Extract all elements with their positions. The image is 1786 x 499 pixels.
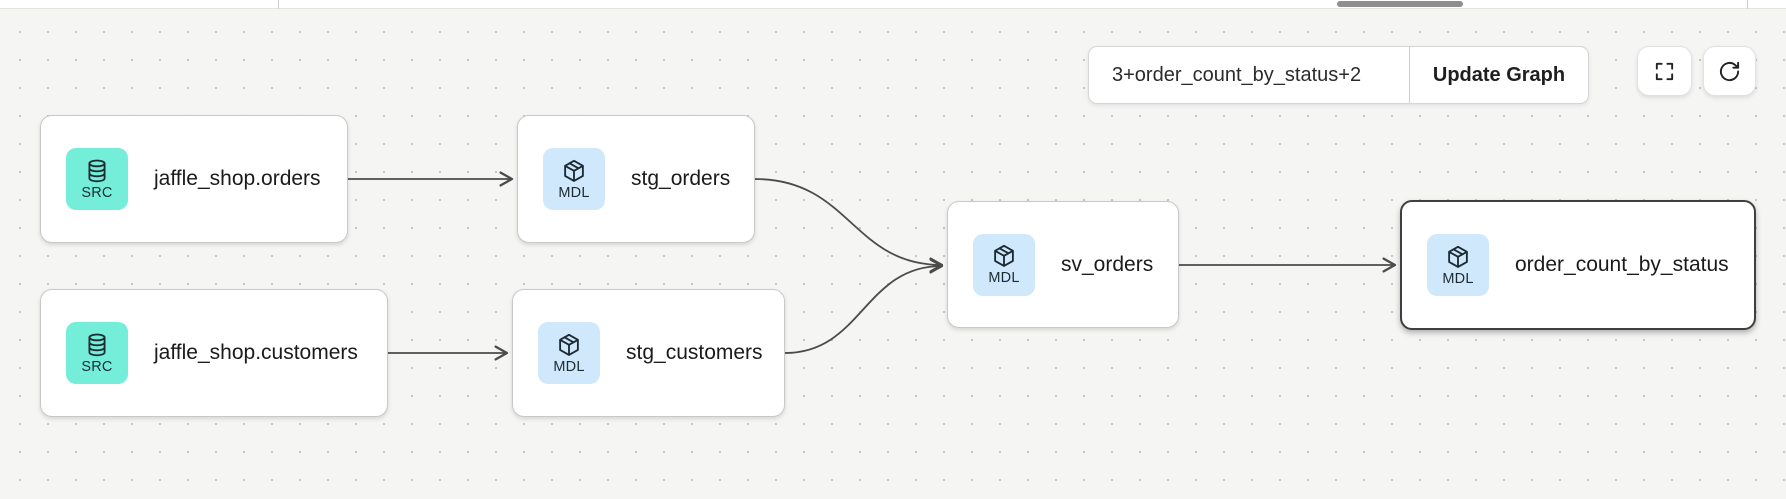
database-icon <box>88 333 106 356</box>
refresh-button[interactable] <box>1703 46 1756 96</box>
node-jaffle_shop_orders[interactable]: SRC jaffle_shop.orders <box>40 115 348 243</box>
package-icon <box>564 159 584 182</box>
filter-divider <box>1409 47 1410 103</box>
node-type-label: SRC <box>81 184 113 201</box>
lineage-selector-input[interactable] <box>1089 47 1409 103</box>
package-icon <box>559 333 579 356</box>
node-name-label: jaffle_shop.customers <box>154 341 358 364</box>
node-type-badge: MDL <box>538 322 600 384</box>
node-type-badge: MDL <box>543 148 605 210</box>
package-icon <box>994 244 1014 267</box>
fullscreen-icon <box>1655 62 1674 80</box>
node-type-label: MDL <box>558 184 590 201</box>
node-jaffle_shop_customers[interactable]: SRC jaffle_shop.customers <box>40 289 388 417</box>
node-stg_customers[interactable]: MDL stg_customers <box>512 289 785 417</box>
node-type-label: MDL <box>1442 270 1474 287</box>
node-name-label: stg_customers <box>626 341 763 364</box>
graph-filter-bar: Update Graph <box>1088 46 1589 104</box>
edge-stg_customers-to-sv_orders <box>784 258 944 354</box>
strip-divider <box>278 0 279 9</box>
node-type-label: SRC <box>81 358 113 375</box>
database-icon <box>88 159 106 182</box>
node-stg_orders[interactable]: MDL stg_orders <box>517 115 755 243</box>
update-graph-button[interactable]: Update Graph <box>1410 47 1588 103</box>
node-sv_orders[interactable]: MDL sv_orders <box>947 201 1179 328</box>
node-name-label: order_count_by_status <box>1515 253 1729 276</box>
node-name-label: sv_orders <box>1061 252 1154 276</box>
node-name-label: stg_orders <box>631 167 731 190</box>
refresh-icon <box>1719 61 1740 81</box>
node-type-badge: MDL <box>973 233 1035 296</box>
top-strip <box>0 0 1786 9</box>
node-type-badge: SRC <box>66 322 128 384</box>
node-type-badge: SRC <box>66 148 128 210</box>
scrollbar-thumb[interactable] <box>1337 1 1463 7</box>
node-type-badge: MDL <box>1427 234 1489 296</box>
node-type-label: MDL <box>553 358 585 375</box>
fullscreen-button[interactable] <box>1637 46 1692 96</box>
node-order_count_by_status[interactable]: MDL order_count_by_status <box>1400 200 1756 330</box>
node-type-label: MDL <box>988 270 1020 286</box>
edge-stg_orders-to-sv_orders <box>754 178 944 273</box>
node-name-label: jaffle_shop.orders <box>154 167 321 190</box>
package-icon <box>1448 245 1468 268</box>
strip-divider <box>1747 0 1748 9</box>
